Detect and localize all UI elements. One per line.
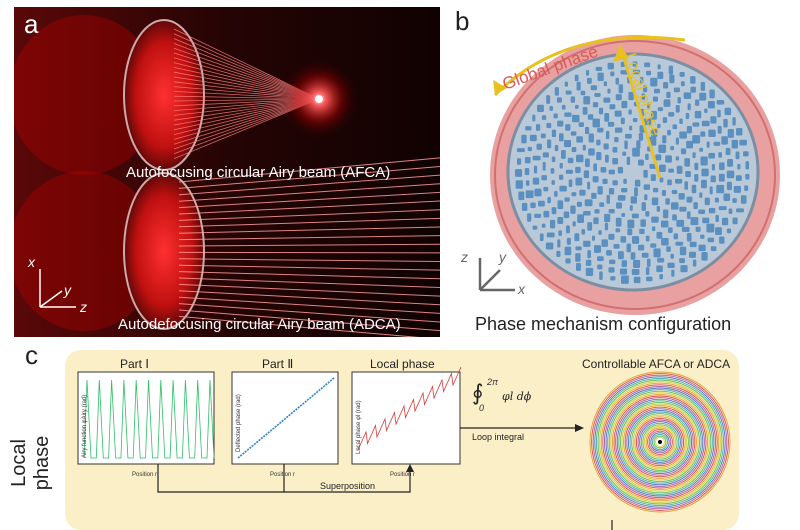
part2-title: Part Ⅱ bbox=[262, 357, 293, 371]
metasurface-illustration: z y x Global phase Local phase bbox=[460, 35, 780, 315]
caption-afca: Autofocusing circular Airy beam (AFCA) bbox=[126, 164, 391, 181]
svg-text:∮: ∮ bbox=[472, 381, 483, 406]
axes-icon-b bbox=[478, 258, 515, 292]
plot-part3-frame bbox=[351, 371, 461, 465]
phase-mechanism-caption: Phase mechanism configuration bbox=[475, 314, 732, 334]
caption-adca: Autodefocusing circular Airy beam (ADCA) bbox=[118, 316, 401, 333]
process-diagram: ∮ 2π 0 φl dϕ Loop integral Superposition… bbox=[77, 357, 731, 530]
panel-a-letter: a bbox=[24, 9, 39, 39]
loop-integral-label: Loop integral bbox=[472, 432, 524, 442]
b-axis-x-label: x bbox=[517, 281, 526, 297]
b-axis-y-label: y bbox=[498, 249, 507, 265]
axis-x-label: x bbox=[27, 254, 36, 270]
panel-c: c Local phase ∮ 2π 0 φl dϕ Loop integral… bbox=[0, 340, 800, 530]
panel-a: x y z a Autofocusing circular Airy beam … bbox=[9, 7, 441, 340]
part2-ylabel: Deflected phase (rad) bbox=[236, 394, 242, 452]
b-axis-z-label: z bbox=[460, 249, 468, 265]
axis-z-label: z bbox=[79, 299, 87, 315]
beam-illustration: x y z bbox=[9, 7, 441, 340]
part3-xlabel: Position r bbox=[390, 472, 415, 478]
integral-lower: 0 bbox=[479, 403, 484, 413]
superposition-label: Superposition bbox=[320, 481, 375, 491]
integral-upper: 2π bbox=[486, 377, 499, 387]
axes-icon bbox=[39, 269, 76, 308]
panel-b-letter: b bbox=[455, 6, 470, 36]
integrand: φl dϕ bbox=[502, 390, 532, 403]
part2-xlabel: Position r bbox=[270, 472, 295, 478]
part1-title: Part Ⅰ bbox=[120, 357, 149, 371]
part3-ylabel: Local phase φl (rad) bbox=[356, 400, 362, 454]
part4-title: Controllable AFCA or ADCA bbox=[582, 357, 730, 371]
part1-xlabel: Position r bbox=[132, 472, 157, 478]
axis-y-label: y bbox=[63, 282, 72, 298]
part3-title: Local phase bbox=[370, 357, 435, 371]
panel-c-letter: c bbox=[25, 340, 38, 370]
panel-b: z y x Global phase Local phase b Phase m… bbox=[455, 0, 800, 345]
part1-ylabel: Airy function φAiry (rad) bbox=[82, 395, 88, 458]
